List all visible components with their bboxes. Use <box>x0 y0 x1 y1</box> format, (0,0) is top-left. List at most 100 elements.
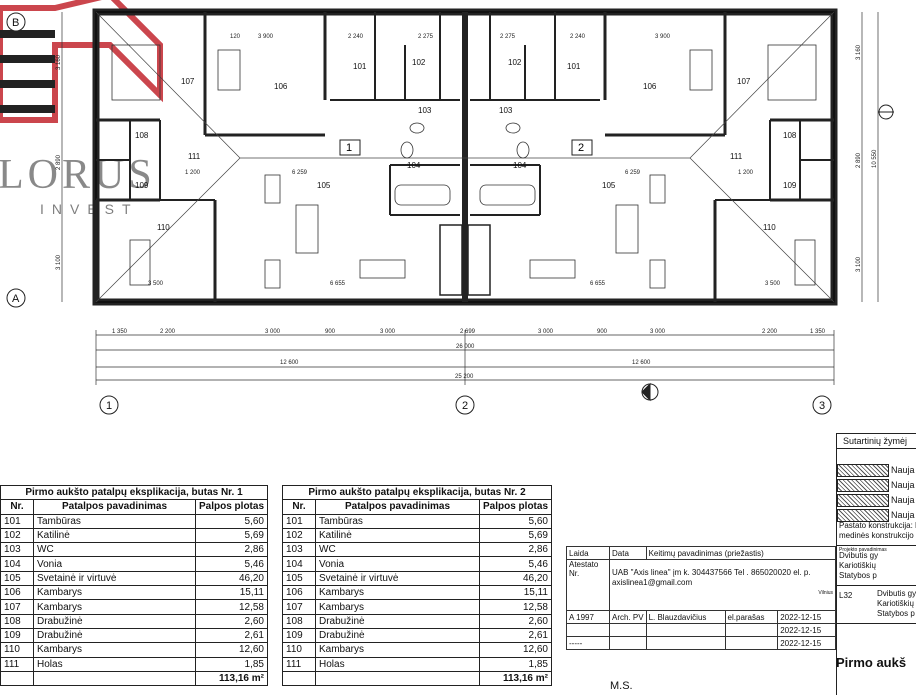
room-name: Drabužinė <box>33 627 196 644</box>
dim-label: 26 000 <box>456 344 475 350</box>
col-laida: Laida <box>566 546 610 560</box>
room-name: Holas <box>315 656 480 672</box>
room-name: Drabužinė <box>315 627 480 644</box>
legend-note: Pastato konstrukcija: F <box>839 521 916 530</box>
project-code: L32 <box>839 591 853 600</box>
room-number: 108 <box>0 613 34 629</box>
column-header: Palpos plotas <box>194 499 269 515</box>
signature: el.parašas <box>724 610 779 624</box>
room-area: 46,20 <box>194 570 269 587</box>
room-number: 109 <box>282 627 316 644</box>
legend-label: Nauja <box>891 465 915 475</box>
apartment-markers: 1 2 <box>339 139 593 156</box>
dim-label: 2 699 <box>460 329 476 335</box>
dim-label: 6 655 <box>590 281 606 287</box>
svg-text:3: 3 <box>819 400 825 412</box>
column-header: Patalpos pavadinimas <box>315 499 480 515</box>
dim-label: 3 900 <box>258 34 274 40</box>
room-label: 109 <box>783 181 797 190</box>
room-area: 1,85 <box>478 656 553 672</box>
date: 2022-12-15 <box>777 623 836 637</box>
room-area: 5,69 <box>194 527 269 544</box>
inner-dimensions: 6 259 6 655 6 259 6 655 3 500 3 500 1 20… <box>148 170 781 287</box>
hatch-swatch <box>837 509 889 522</box>
room-label: 101 <box>353 62 367 71</box>
dim-label: 1 350 <box>112 329 128 335</box>
room-area: 12,60 <box>478 642 553 658</box>
room-name: Katilinė <box>315 527 480 544</box>
room-name: Kambarys <box>33 585 196 601</box>
revision-block: Laida Data Keitimų pavadinimas (priežast… <box>566 546 837 650</box>
legend-row: Nauja <box>837 478 916 493</box>
room-number: 106 <box>0 585 34 601</box>
dim-label: 6 259 <box>292 170 308 176</box>
dim-label: 120 <box>230 34 241 40</box>
project-line: Kariotiškių <box>877 599 914 608</box>
axis-marker-2: 2 <box>455 395 475 415</box>
column-header: Nr. <box>0 499 34 515</box>
room-number: 110 <box>282 642 316 658</box>
room-number: 108 <box>282 613 316 629</box>
room-label: 107 <box>737 77 751 86</box>
room-area: 15,11 <box>478 585 553 601</box>
room-number: 101 <box>282 513 316 529</box>
room-name: Svetainė ir virtuvė <box>33 570 196 587</box>
room-number: 103 <box>282 542 316 558</box>
room-number: 104 <box>0 556 34 572</box>
date: 2022-12-15 <box>777 636 836 650</box>
svg-text:2: 2 <box>462 400 468 412</box>
room-area: 2,60 <box>194 613 269 629</box>
dim-label: 3 100 <box>856 256 862 272</box>
dim-label: 3 000 <box>265 329 281 335</box>
dim-label: 3 500 <box>148 281 164 287</box>
room-name: WC <box>315 542 480 558</box>
room-label: 105 <box>317 181 331 190</box>
room-name: Svetainė ir virtuvė <box>315 570 480 587</box>
dim-label: 2 890 <box>56 154 62 170</box>
table-caption: Pirmo aukšto patalpų eksplikacija, butas… <box>0 484 268 501</box>
room-area: 12,60 <box>194 642 269 658</box>
room-number: 107 <box>0 599 34 615</box>
room-name: Drabužinė <box>33 613 196 629</box>
floor-plan-drawing: LORUS INVEST <box>0 0 894 415</box>
legend-row: Nauja <box>837 493 916 508</box>
dim-label: 6 655 <box>330 281 346 287</box>
axis-marker-3: 3 <box>812 395 832 415</box>
dim-label: 1 200 <box>738 170 754 176</box>
room-name: Kambarys <box>33 642 196 658</box>
svg-text:A: A <box>12 293 20 305</box>
room-label: 102 <box>412 58 426 67</box>
legend-row: Nauja <box>837 463 916 478</box>
dim-label: 6 259 <box>625 170 641 176</box>
room-name: Vonia <box>33 556 196 572</box>
room-area: 5,60 <box>478 513 553 529</box>
column-header: Nr. <box>282 499 316 515</box>
room-number: 111 <box>282 656 316 672</box>
legend-panel: Sutartinių žymėj Nauja Nauja Nauja Nauja… <box>836 433 916 695</box>
room-number: 104 <box>282 556 316 572</box>
project-line: Statybos p <box>877 609 915 618</box>
sheet-title: Pirmo aukš <box>836 655 907 670</box>
dim-label: 2 200 <box>762 329 778 335</box>
room-area: 12,58 <box>478 599 553 615</box>
column-header: Patalpos pavadinimas <box>33 499 196 515</box>
room-number: 109 <box>0 627 34 644</box>
section-marker <box>641 382 659 402</box>
room-schedule-apartment-2: Pirmo aukšto patalpų eksplikacija, butas… <box>282 484 553 687</box>
dim-label: 3 160 <box>56 54 62 70</box>
